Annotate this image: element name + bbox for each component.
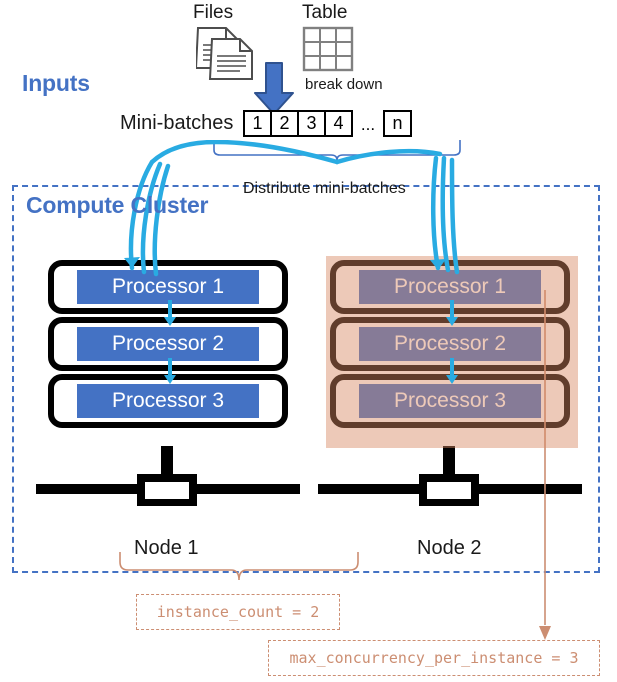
processor-label: Processor 3 xyxy=(77,384,259,418)
minibatch-cell[interactable]: 3 xyxy=(297,110,326,137)
distribute-arrows-icon xyxy=(124,140,460,277)
minibatch-ellipsis: ... xyxy=(360,115,376,134)
processor-shell[interactable]: Processor 1 xyxy=(48,260,288,314)
processor-label: Processor 2 xyxy=(359,327,541,361)
processor-label: Processor 3 xyxy=(359,384,541,418)
compute-cluster-label: Compute Cluster xyxy=(26,192,209,218)
node-1-caption: Node 1 xyxy=(134,537,199,559)
files-caption: Files xyxy=(193,2,234,23)
compute-cluster-boundary xyxy=(12,185,600,573)
files-icon xyxy=(196,27,253,80)
processor-label: Processor 1 xyxy=(359,270,541,304)
instance-count-brace-icon xyxy=(119,552,359,581)
processor-flow-arrows-node1 xyxy=(164,300,176,384)
minibatch-cell-n[interactable]: n xyxy=(383,110,412,137)
node-2-base-icon xyxy=(318,446,582,506)
processor-flow-arrows-node2 xyxy=(446,300,458,384)
down-arrow-icon xyxy=(254,62,294,115)
break-down-label: break down xyxy=(305,76,383,93)
table-caption: Table xyxy=(302,2,348,23)
minibatch-cell[interactable]: 4 xyxy=(324,110,353,137)
minibatches-brace-icon xyxy=(213,140,461,160)
minibatches-label: Mini-batches xyxy=(120,112,234,134)
processor-label: Processor 1 xyxy=(77,270,259,304)
instance-count-annotation: instance_count = 2 xyxy=(136,594,340,630)
node-2-caption: Node 2 xyxy=(417,537,482,559)
minibatches-row: 1 2 3 4 ... n xyxy=(243,110,412,137)
processor-shell[interactable]: Processor 3 xyxy=(48,374,288,428)
distribute-label: Distribute mini-batches xyxy=(243,180,406,197)
node-1-base-icon xyxy=(36,446,300,506)
inputs-section-label: Inputs xyxy=(22,70,90,96)
max-concurrency-pointer-icon xyxy=(539,290,551,640)
processor-label: Processor 2 xyxy=(77,327,259,361)
minibatch-cell[interactable]: 2 xyxy=(270,110,299,137)
minibatch-cell[interactable]: 1 xyxy=(243,110,272,137)
table-icon xyxy=(302,26,354,72)
max-concurrency-annotation: max_concurrency_per_instance = 3 xyxy=(268,640,600,676)
